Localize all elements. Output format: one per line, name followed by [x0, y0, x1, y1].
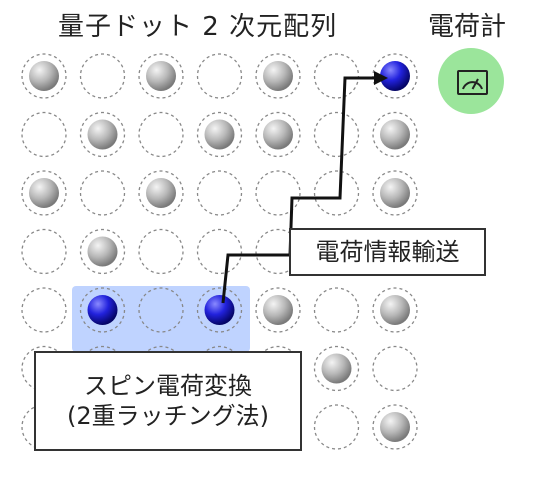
dot-site [196, 287, 243, 333]
dot-site [138, 228, 184, 275]
occupied-dot [380, 178, 410, 208]
occupied-dot [321, 353, 352, 384]
dot-site [79, 287, 126, 333]
dot-site [372, 111, 418, 158]
dot-site [313, 287, 360, 333]
dot-site [313, 170, 360, 216]
dot-site [313, 345, 360, 392]
dot-site [255, 111, 301, 158]
dot-site [21, 287, 67, 333]
dot-site [372, 404, 418, 450]
occupied-dot [380, 119, 410, 150]
occupied-dot [146, 61, 176, 91]
conversion-label-line2: (2重ラッチング法) [67, 402, 269, 430]
dot-site [372, 53, 418, 99]
electron-dot-spin [87, 295, 118, 325]
electron-dot-spin [380, 61, 410, 91]
dot-site [79, 170, 126, 216]
occupied-dot [263, 61, 293, 91]
dot-site [196, 111, 243, 158]
occupied-dot [87, 119, 118, 150]
occupied-dot [146, 178, 176, 208]
conversion-label-line1: スピン電荷変換 [84, 372, 252, 400]
transport-arrowhead [374, 71, 388, 85]
dot-site [21, 228, 67, 275]
charge-meter [438, 48, 504, 114]
dot-site [313, 404, 360, 450]
dot-site [255, 287, 301, 333]
dot-site [372, 170, 418, 216]
occupied-dot [263, 119, 293, 150]
dot-site [372, 345, 418, 392]
dot-site [79, 228, 126, 275]
dot-site [138, 111, 184, 158]
dot-site [21, 111, 67, 158]
dot-site [138, 53, 184, 99]
charge-transport-path [221, 76, 378, 304]
transport-label: 電荷情報輸送 [289, 228, 486, 276]
dot-site [372, 287, 418, 333]
electron-dot-spin [204, 295, 235, 325]
dot-site [138, 287, 184, 333]
occupied-dot [380, 412, 410, 442]
conversion-label: スピン電荷変換 (2重ラッチング法) [34, 351, 302, 451]
diagram-title: 量子ドット 2 次元配列 [58, 12, 338, 42]
occupied-dot [87, 236, 118, 267]
dot-site [196, 170, 243, 216]
occupied-dot [29, 178, 59, 208]
occupied-dot [29, 61, 59, 91]
dot-site [313, 111, 360, 158]
dot-site [138, 170, 184, 216]
dot-site [21, 170, 67, 216]
dot-site [21, 53, 67, 99]
occupied-dot [204, 119, 235, 150]
charge-meter-label: 電荷計 [428, 12, 507, 42]
dot-site [196, 228, 243, 275]
dot-site [313, 53, 360, 99]
occupied-dot [380, 295, 410, 325]
conversion-region-highlight [72, 286, 250, 352]
gauge-icon [457, 70, 488, 95]
dot-site [196, 53, 243, 99]
dot-site [79, 53, 126, 99]
dot-site [255, 170, 301, 216]
dot-site [79, 111, 126, 158]
dot-site [255, 53, 301, 99]
occupied-dot [263, 295, 293, 325]
